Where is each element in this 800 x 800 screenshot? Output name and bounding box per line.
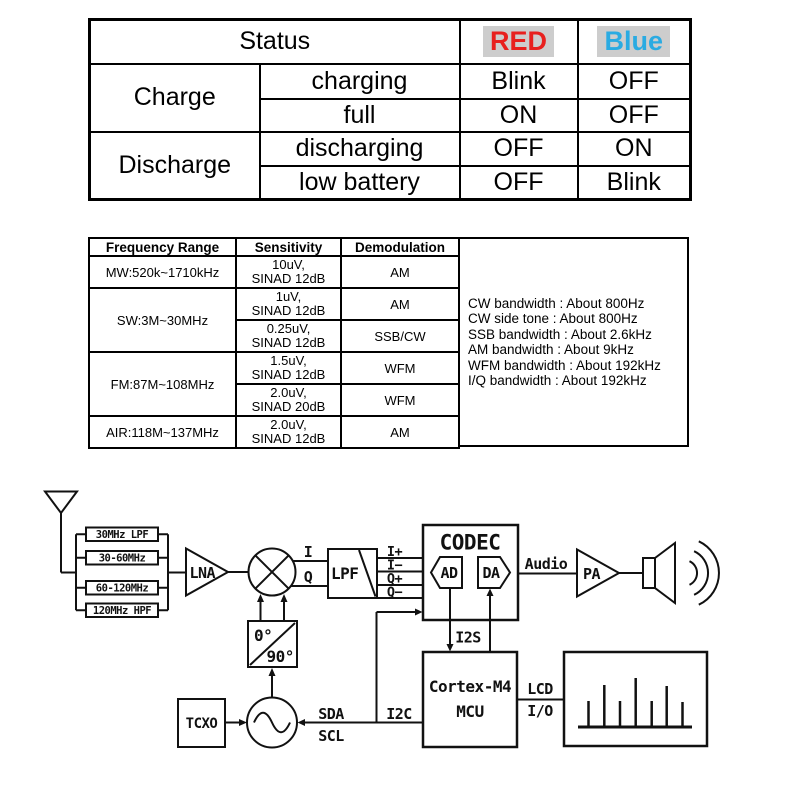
tcxo-block: TCXO [177,698,247,748]
filter-label: 60-120MHz [96,583,149,595]
mcu-name-label: Cortex-M4 [429,677,511,696]
frequency-spec-table: Frequency Range Sensitivity Demodulation… [88,237,460,449]
lna-label: LNA [190,564,216,582]
sda-label: SDA [318,705,344,723]
i2c-label: I2C [386,705,412,723]
red-value-cell: Blink [458,62,579,100]
demod-cell: WFM [340,351,460,385]
io-label: I/O [527,702,553,720]
codec-block: CODEC AD DA [421,523,520,622]
mixer: I Q [247,543,328,597]
demod-cell: AM [340,415,460,449]
red-led-label: RED [482,26,554,58]
iq-label: Q− [387,585,403,601]
phase-shifter: 0° 90° [247,594,298,668]
oscillator [246,668,298,749]
bandwidth-note: CW side tone : About 800Hz [468,311,638,326]
bandwidth-note: I/Q bandwidth : About 192kHz [468,373,647,388]
blue-value-cell: ON [576,130,692,167]
q-signal-label: Q [304,568,313,586]
iq-label: Q+ [387,571,403,587]
audio-path: Audio PA [518,547,643,599]
demod-cell: AM [340,255,460,289]
range-cell: AIR:118M~137MHz [88,415,237,449]
bandwidth-note: SSB bandwidth : About 2.6kHz [468,326,652,342]
red-value-cell: OFF [458,164,579,201]
sensitivity-cell: 0.25uV, SINAD 12dB [235,319,342,353]
filter-label: 120MHz HPF [93,605,151,617]
scl-label: SCL [318,727,344,745]
i2c-bus: SDA SCL I2C [297,608,423,745]
led-status-table: Status RED Blue Charge charging Blink OF… [88,18,692,201]
tcxo-label: TCXO [186,716,218,732]
blue-value-cell: OFF [576,62,692,100]
state-cell: low battery [258,164,461,201]
codec-label: CODEC [440,531,501,555]
da-converter-label: DA [482,564,500,582]
lpf-filter: LPF [327,548,378,599]
lna-amplifier: LNA [185,546,249,598]
range-cell: MW:520k~1710kHz [88,255,237,289]
blue-led-header-cell: Blue [576,18,692,65]
pa-label: PA [583,565,601,583]
filter-bank: 30MHz LPF 30-60MHz 60-120MHz 120MHz HPF [75,526,186,618]
demod-cell: WFM [340,383,460,417]
filter-label: 30-60MHz [99,553,146,565]
phase-0-label: 0° [254,626,272,645]
speaker-icon [642,540,720,606]
lcd-io-link: LCD I/O [517,680,564,720]
sensitivity-cell: 2.0uV, SINAD 12dB [235,415,342,449]
antenna-icon [43,490,79,574]
lcd-label: LCD [527,680,553,698]
demod-cell: AM [340,287,460,321]
range-cell: SW:3M~30MHz [88,287,237,353]
blue-value-cell: OFF [576,97,692,133]
phase-90-label: 90° [267,647,294,666]
i2s-link: I2S [446,588,494,652]
spec-header-demodulation: Demodulation [340,237,460,257]
i-signal-label: I [304,543,313,561]
filter-label: 30MHz LPF [96,529,149,541]
mcu-label: MCU [456,702,483,721]
bandwidth-notes-box: CW bandwidth : About 800Hz CW side tone … [458,237,689,447]
iq-differential-lines: I+ I− Q+ Q− [377,544,423,601]
discharge-group-cell: Discharge [88,130,261,201]
sensitivity-cell: 1uV, SINAD 12dB [235,287,342,321]
bandwidth-note: AM bandwidth : About 9kHz [468,342,634,357]
blue-value-cell: Blink [576,164,692,201]
state-cell: full [258,97,461,133]
status-header-cell: Status [88,18,461,65]
demod-cell: SSB/CW [340,319,460,353]
lpf-label: LPF [331,564,358,583]
bandwidth-note: WFM bandwidth : About 192kHz [468,357,661,373]
state-cell: charging [258,62,461,100]
ad-converter-label: AD [440,564,458,582]
blue-led-label: Blue [597,26,670,58]
red-value-cell: ON [458,97,579,133]
iq-label: I− [387,558,403,574]
spec-header-sensitivity: Sensitivity [235,237,342,257]
range-cell: FM:87M~108MHz [88,351,237,417]
receiver-block-diagram: 30MHz LPF 30-60MHz 60-120MHz 120MHz HPF … [43,490,720,749]
iq-label: I+ [387,544,403,560]
sensitivity-cell: 10uV, SINAD 12dB [235,255,342,289]
red-led-header-cell: RED [458,18,579,65]
mcu-block: Cortex-M4 MCU [421,650,519,749]
red-value-cell: OFF [458,130,579,167]
audio-label: Audio [525,555,568,573]
spec-header-range: Frequency Range [88,237,237,257]
sensitivity-cell: 1.5uV, SINAD 12dB [235,351,342,385]
sensitivity-cell: 2.0uV, SINAD 20dB [235,383,342,417]
state-cell: discharging [258,130,461,167]
i2s-label: I2S [455,629,481,647]
bandwidth-note: CW bandwidth : About 800Hz [468,295,645,311]
lcd-display [562,650,709,748]
charge-group-cell: Charge [88,62,261,133]
